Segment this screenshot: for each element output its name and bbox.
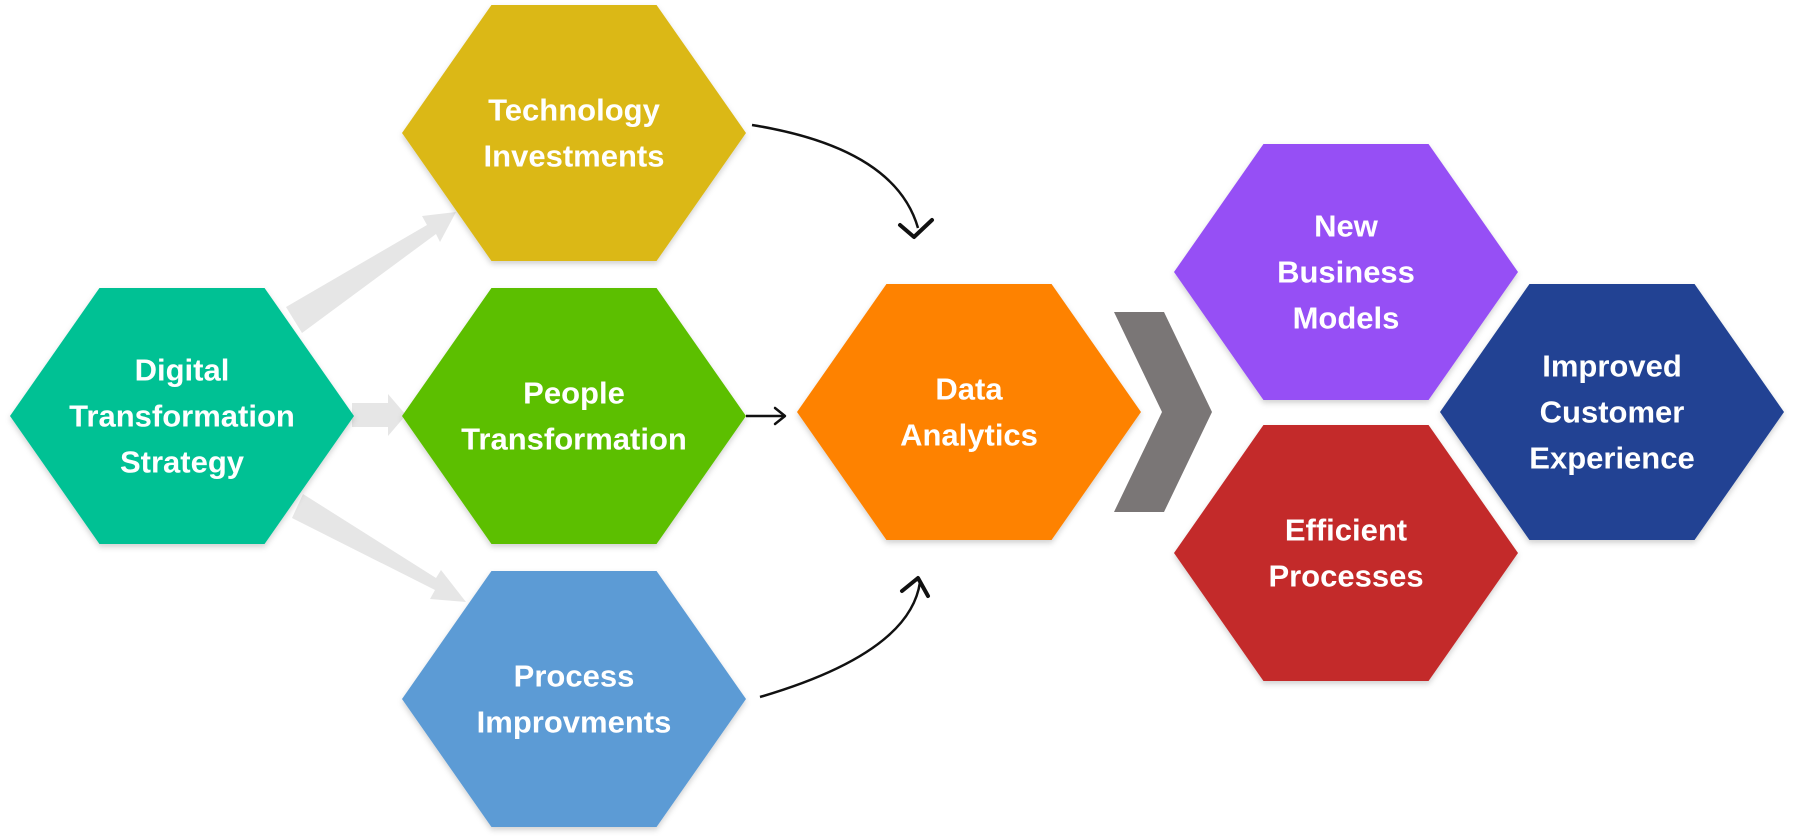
hex-technology-investments-label-line: Investments [484, 139, 665, 174]
hex-new-business-models-label-line: Business [1277, 255, 1415, 290]
hex-improved-customer-experience-label-line: Improved [1542, 349, 1682, 384]
hex-efficient-processes-shape [1174, 425, 1518, 681]
curved-arrow-from-technology-head [898, 218, 934, 239]
curved-arrow-from-technology [751, 123, 920, 229]
hex-technology-investments-label-line: Technology [488, 93, 660, 128]
hex-process-improvments-shape [402, 571, 746, 827]
straight-arrow-from-people-head [773, 406, 787, 426]
hex-people-transformation-label-line: People [523, 376, 625, 411]
hex-improved-customer-experience-label-line: Customer [1540, 395, 1685, 430]
curved-arrow-from-process [759, 581, 922, 699]
hex-new-business-models-label-line: New [1314, 209, 1379, 244]
hex-improved-customer-experience-label-line: Experience [1529, 441, 1694, 476]
hex-process-improvments-label-line: Improvments [477, 705, 672, 740]
hex-data-analytics-label-line: Data [935, 372, 1003, 407]
hex-people-transformation-shape [402, 288, 746, 544]
hex-digital-transformation-strategy-label-line: Digital [135, 353, 230, 388]
hex-data-analytics-label-line: Analytics [900, 418, 1038, 453]
hex-improved-customer-experience-shape [1440, 284, 1784, 540]
hex-people-transformation-label-line: Transformation [461, 422, 687, 457]
hex-efficient-processes-label-line: Efficient [1285, 513, 1407, 548]
wide-arrow-to-technology [286, 212, 456, 333]
hex-digital-transformation-strategy-label-line: Strategy [120, 445, 245, 480]
wide-arrow-to-people [352, 394, 406, 436]
chevron-arrow [1114, 312, 1212, 512]
hex-new-business-models-shape [1174, 144, 1518, 400]
hex-digital-transformation-strategy-label-line: Transformation [69, 399, 295, 434]
hex-digital-transformation-strategy-shape [10, 288, 354, 544]
hex-efficient-processes-label-line: Processes [1268, 559, 1423, 594]
hex-process-improvments-label-line: Process [514, 659, 635, 694]
wide-arrow-to-process [292, 494, 466, 602]
curved-arrow-from-process-head [900, 576, 930, 598]
hex-data-analytics-shape [797, 284, 1141, 540]
hexagon-nodes: DigitalTransformationStrategyTechnologyI… [10, 5, 1784, 827]
hex-new-business-models-label-line: Models [1293, 301, 1400, 336]
hex-technology-investments-shape [402, 5, 746, 261]
